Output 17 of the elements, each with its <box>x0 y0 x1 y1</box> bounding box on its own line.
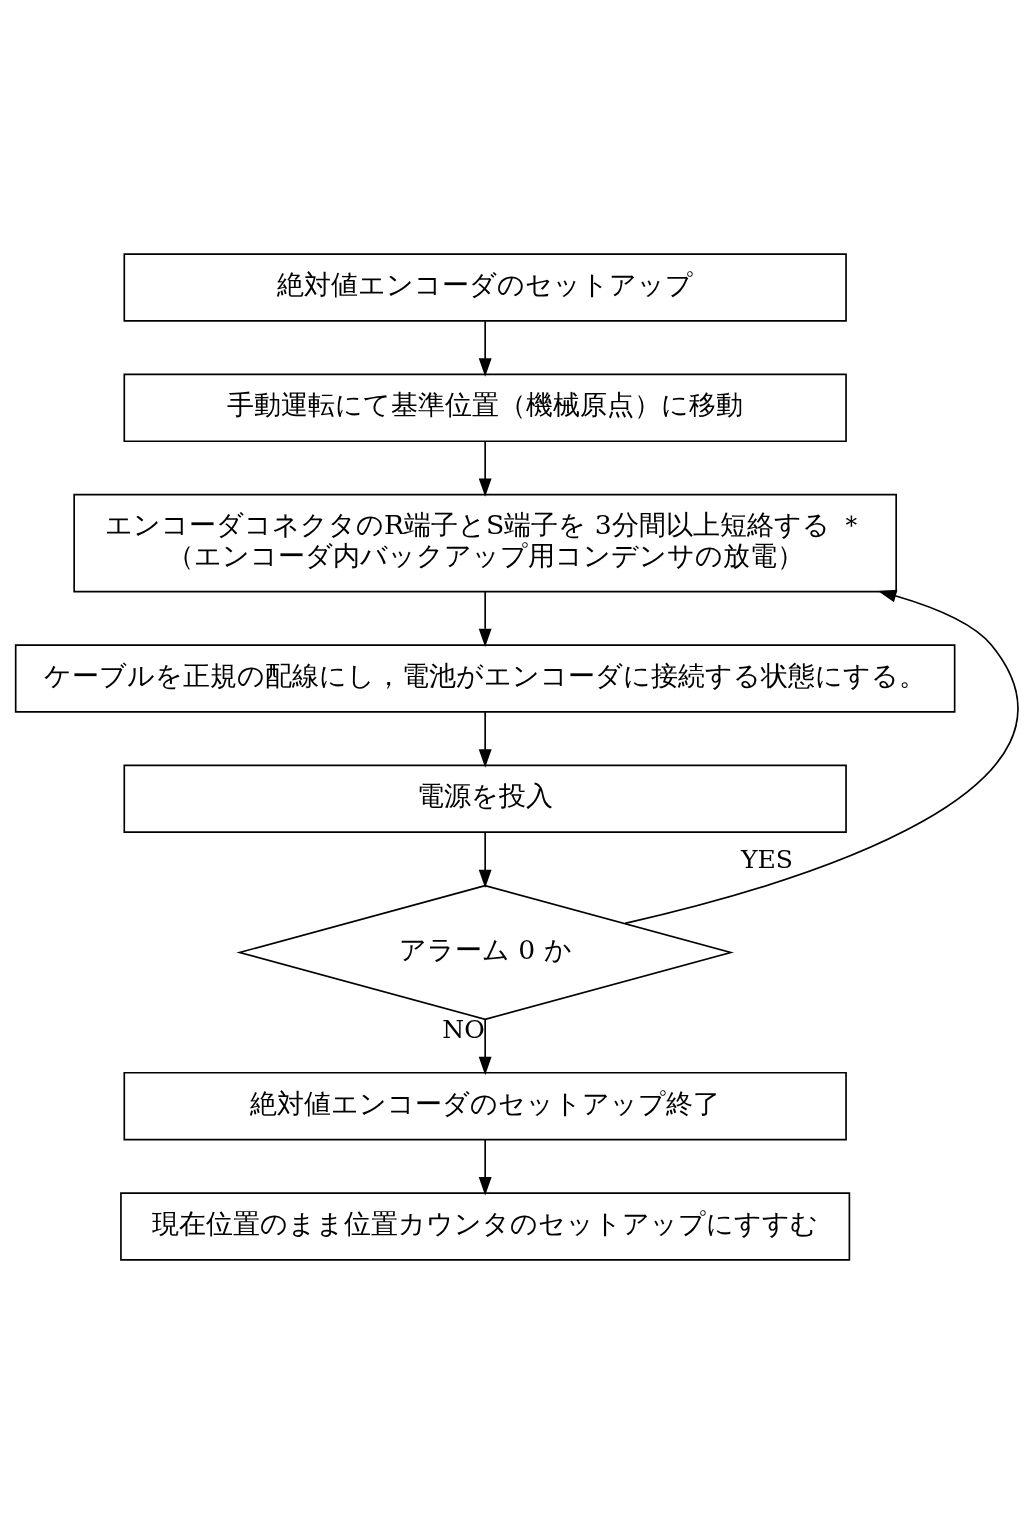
arrow <box>478 711 492 768</box>
arrow <box>478 590 492 648</box>
node-box: 手動運転にて基準位置（機械原点）に移動 <box>122 373 847 443</box>
node-box: エンコーダコネクタのR端子とS端子を 3分間以上短絡する ＊ （エンコーダ内バックアップ用コンデンサの放電） <box>72 493 897 593</box>
node-box: 絶対値エンコーダのセットアップ終了 <box>122 1071 847 1141</box>
arrow <box>478 1018 492 1076</box>
arrow <box>478 831 492 889</box>
node-box: ケーブルを正規の配線にし，電池がエンコーダに接続する状態にする。 <box>14 644 955 713</box>
arrow <box>478 440 492 497</box>
node-box: 絶対値エンコーダのセットアップ <box>122 253 847 322</box>
edge-label: YES <box>740 845 793 875</box>
node-box: 電源を投入 <box>122 764 847 833</box>
arrow <box>623 589 1019 925</box>
arrow <box>478 1139 492 1196</box>
node-box: 現在位置のまま位置カウンタのセットアップにすすむ <box>119 1192 850 1261</box>
node-diamond: アラーム 0 か <box>235 884 734 1021</box>
arrow <box>478 320 492 377</box>
